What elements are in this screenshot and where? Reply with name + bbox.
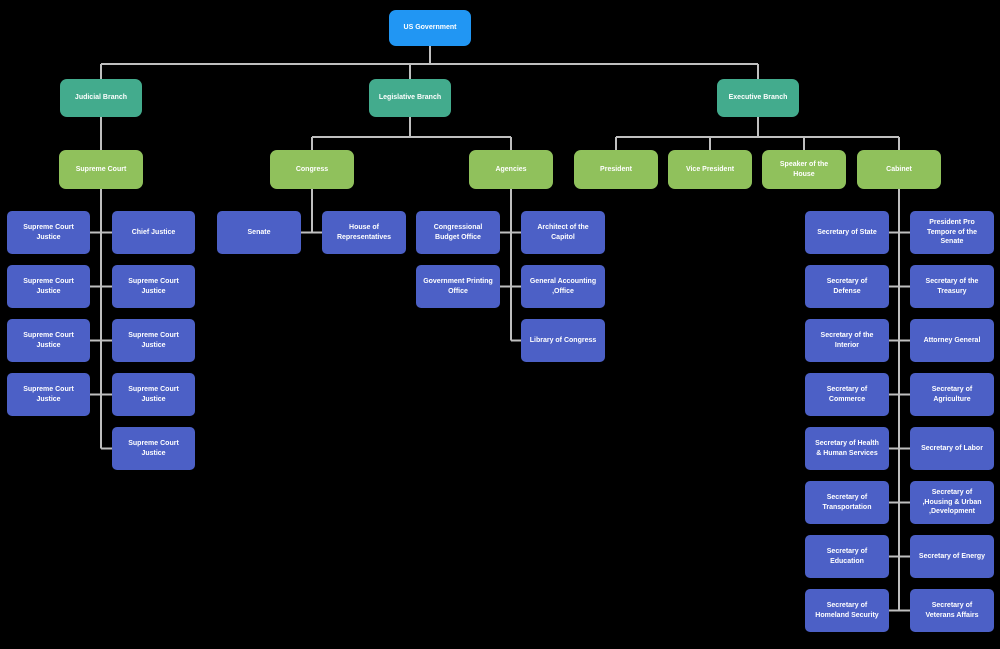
node-supreme-court-justice-2[interactable]: Supreme Court Justice bbox=[7, 265, 90, 308]
node-supreme-court-justice-6[interactable]: Supreme Court Justice bbox=[7, 373, 90, 416]
node-secretary-of-housing-urban-development[interactable]: Secretary of ,Housing & Urban ,Developme… bbox=[910, 481, 994, 524]
node-president[interactable]: President bbox=[574, 150, 658, 189]
node-general-accounting-office[interactable]: General Accounting ,Office bbox=[521, 265, 605, 308]
node-secretary-of-the-interior[interactable]: Secretary of the Interior bbox=[805, 319, 889, 362]
node-government-printing-office[interactable]: Government Printing Office bbox=[416, 265, 500, 308]
node-secretary-of-defense[interactable]: Secretary of Defense bbox=[805, 265, 889, 308]
node-secretary-of-transportation[interactable]: Secretary of Transportation bbox=[805, 481, 889, 524]
node-secretary-of-labor[interactable]: Secretary of Labor bbox=[910, 427, 994, 470]
node-secretary-of-commerce[interactable]: Secretary of Commerce bbox=[805, 373, 889, 416]
node-speaker-of-the-house[interactable]: Speaker of the House bbox=[762, 150, 846, 189]
node-secretary-of-agriculture[interactable]: Secretary of Agriculture bbox=[910, 373, 994, 416]
node-supreme-court[interactable]: Supreme Court bbox=[59, 150, 143, 189]
node-attorney-general[interactable]: Attorney General bbox=[910, 319, 994, 362]
node-supreme-court-justice-8[interactable]: Supreme Court Justice bbox=[112, 427, 195, 470]
node-supreme-court-justice-5[interactable]: Supreme Court Justice bbox=[112, 319, 195, 362]
node-secretary-of-education[interactable]: Secretary of Education bbox=[805, 535, 889, 578]
node-vice-president[interactable]: Vice President bbox=[668, 150, 752, 189]
node-architect-of-the-capitol[interactable]: Architect of the Capitol bbox=[521, 211, 605, 254]
node-legislative-branch[interactable]: Legislative Branch bbox=[369, 79, 451, 117]
node-executive-branch[interactable]: Executive Branch bbox=[717, 79, 799, 117]
node-agencies[interactable]: Agencies bbox=[469, 150, 553, 189]
node-secretary-of-the-treasury[interactable]: Secretary of the Treasury bbox=[910, 265, 994, 308]
node-senate[interactable]: Senate bbox=[217, 211, 301, 254]
node-secretary-of-energy[interactable]: Secretary of Energy bbox=[910, 535, 994, 578]
node-secretary-of-health-human-services[interactable]: Secretary of Health & Human Services bbox=[805, 427, 889, 470]
node-congressional-budget-office[interactable]: Congressional Budget Office bbox=[416, 211, 500, 254]
node-chief-justice[interactable]: Chief Justice bbox=[112, 211, 195, 254]
node-supreme-court-justice-4[interactable]: Supreme Court Justice bbox=[7, 319, 90, 362]
node-supreme-court-justice-1[interactable]: Supreme Court Justice bbox=[7, 211, 90, 254]
node-cabinet[interactable]: Cabinet bbox=[857, 150, 941, 189]
node-supreme-court-justice-3[interactable]: Supreme Court Justice bbox=[112, 265, 195, 308]
node-judicial-branch[interactable]: Judicial Branch bbox=[60, 79, 142, 117]
node-secretary-of-veterans-affairs[interactable]: Secretary of Veterans Affairs bbox=[910, 589, 994, 632]
node-house-of-representatives[interactable]: House of Representatives bbox=[322, 211, 406, 254]
node-congress[interactable]: Congress bbox=[270, 150, 354, 189]
node-secretary-of-state[interactable]: Secretary of State bbox=[805, 211, 889, 254]
node-president-pro-tempore[interactable]: President Pro Tempore of the Senate bbox=[910, 211, 994, 254]
node-library-of-congress[interactable]: Library of Congress bbox=[521, 319, 605, 362]
node-supreme-court-justice-7[interactable]: Supreme Court Justice bbox=[112, 373, 195, 416]
node-secretary-of-homeland-security[interactable]: Secretary of Homeland Security bbox=[805, 589, 889, 632]
node-us-government[interactable]: US Government bbox=[389, 10, 471, 46]
